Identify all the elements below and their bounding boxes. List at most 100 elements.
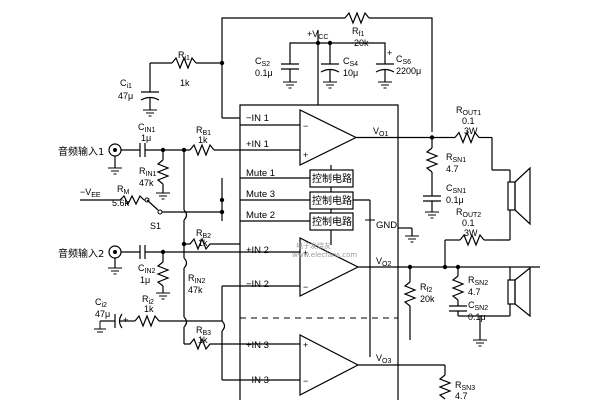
svg-text:CSN1: CSN1 xyxy=(446,183,466,195)
svg-text:+VCC: +VCC xyxy=(307,29,328,41)
input-1-label: 音频输入1 xyxy=(58,145,104,158)
svg-text:47k: 47k xyxy=(139,178,154,188)
svg-text:VO2: VO2 xyxy=(376,256,391,268)
svg-text:VO3: VO3 xyxy=(376,353,391,365)
svg-text:Mute 1: Mute 1 xyxy=(246,168,275,179)
svg-text:1μ: 1μ xyxy=(141,133,151,143)
opamp-1 xyxy=(222,109,432,166)
svg-text:GND: GND xyxy=(376,220,397,231)
svg-text:4.7: 4.7 xyxy=(468,287,481,297)
svg-text:0.1μ: 0.1μ xyxy=(468,312,486,322)
svg-text:5.6k: 5.6k xyxy=(112,198,130,208)
svg-text:47k: 47k xyxy=(188,285,203,295)
rout2-path xyxy=(444,222,511,267)
svg-text:www.elecfans.com: www.elecfans.com xyxy=(292,251,357,259)
svg-text:+: + xyxy=(303,248,308,258)
svg-text:47μ: 47μ xyxy=(118,91,133,101)
svg-text:0.1μ: 0.1μ xyxy=(446,195,464,205)
svg-text:+: + xyxy=(303,340,308,350)
svg-text:−: − xyxy=(303,282,308,292)
ri1-ci1-network xyxy=(140,56,222,117)
svg-text:Mute 3: Mute 3 xyxy=(246,189,275,200)
svg-text:控制电路: 控制电路 xyxy=(312,172,352,185)
svg-text:+: + xyxy=(123,315,128,325)
svg-text:RM: RM xyxy=(117,184,130,196)
mute-network xyxy=(80,178,225,221)
svg-text:CS4: CS4 xyxy=(343,56,358,68)
svg-text:+IN 2: +IN 2 xyxy=(246,245,269,256)
svg-text:RIN2: RIN2 xyxy=(188,273,206,285)
control-blocks xyxy=(240,165,375,357)
svg-text:+IN 3: +IN 3 xyxy=(246,340,269,351)
svg-text:Rf1: Rf1 xyxy=(352,26,364,38)
svg-text:Rf2: Rf2 xyxy=(420,282,432,294)
svg-text:0.1μ: 0.1μ xyxy=(255,68,273,78)
gnd-pin xyxy=(398,227,419,243)
svg-text:RIN1: RIN1 xyxy=(139,166,157,178)
input-2-label: 音频输入2 xyxy=(58,247,104,260)
svg-text:1k: 1k xyxy=(144,304,154,314)
svg-text:20k: 20k xyxy=(354,38,369,48)
svg-text:RSN1: RSN1 xyxy=(446,152,466,164)
svg-text:Ri2: Ri2 xyxy=(142,294,154,306)
svg-text:1μ: 1μ xyxy=(140,275,150,285)
svg-text:Mute 2: Mute 2 xyxy=(246,210,275,221)
ic-pin-labels: −IN 1 +IN 1 Mute 1 Mute 3 Mute 2 +IN 2 −… xyxy=(246,113,397,386)
svg-text:1k: 1k xyxy=(180,78,190,88)
svg-text:CSN2: CSN2 xyxy=(468,300,488,312)
svg-text:4.7: 4.7 xyxy=(446,164,459,174)
svg-text:2200μ: 2200μ xyxy=(396,66,421,76)
svg-text:−: − xyxy=(303,121,308,131)
output-3-network xyxy=(398,364,452,400)
svg-text:Ri1: Ri1 xyxy=(178,50,190,62)
svg-text:20k: 20k xyxy=(420,294,435,304)
svg-text:电子发烧友: 电子发烧友 xyxy=(296,241,331,250)
input-1-network xyxy=(108,143,240,344)
svg-text:3W: 3W xyxy=(464,126,478,136)
svg-text:CS6: CS6 xyxy=(396,54,411,66)
input-2-network xyxy=(108,237,240,300)
output-1-network xyxy=(423,130,510,219)
svg-text:4.7: 4.7 xyxy=(455,391,468,400)
svg-text:1k: 1k xyxy=(198,238,208,248)
opamp-3 xyxy=(240,334,398,396)
svg-text:ROUT1: ROUT1 xyxy=(456,105,481,117)
svg-text:CIN2: CIN2 xyxy=(138,263,156,275)
svg-text:0.1: 0.1 xyxy=(462,218,475,228)
svg-text:1k: 1k xyxy=(198,335,208,345)
svg-text:−IN 1: −IN 1 xyxy=(246,113,269,124)
svg-text:Ci1: Ci1 xyxy=(120,78,132,90)
opamp-2 xyxy=(240,237,398,297)
output-2-network xyxy=(398,264,540,347)
svg-text:−: − xyxy=(303,376,308,386)
svg-text:RB3: RB3 xyxy=(196,325,211,337)
svg-text:3W: 3W xyxy=(464,228,478,238)
supply-rail xyxy=(281,30,395,105)
svg-text:+: + xyxy=(387,48,392,58)
speaker-2 xyxy=(507,266,531,318)
svg-text:−IN 3: −IN 3 xyxy=(246,375,269,386)
watermark: 电子发烧友 www.elecfans.com xyxy=(292,241,357,259)
svg-text:CIN1: CIN1 xyxy=(138,122,156,134)
svg-text:控制电路: 控制电路 xyxy=(312,215,352,228)
svg-text:VO1: VO1 xyxy=(373,126,388,138)
svg-text:ROUT2: ROUT2 xyxy=(456,207,481,219)
svg-text:RSN3: RSN3 xyxy=(455,380,475,392)
component-labels: Ri1 1k Ci1 47μ CS2 0.1μ +VCC CS4 10μ Rf1… xyxy=(58,26,421,345)
svg-text:RB1: RB1 xyxy=(196,125,211,137)
speaker-1 xyxy=(507,166,531,226)
svg-text:−VEE: −VEE xyxy=(80,187,101,199)
svg-text:S1: S1 xyxy=(150,221,161,231)
svg-text:RB2: RB2 xyxy=(196,228,211,240)
ri2-ci2-network xyxy=(94,285,240,333)
output-labels: ROUT1 0.1 3W RSN1 4.7 CSN1 0.1μ ROUT2 0.… xyxy=(420,105,488,400)
svg-text:CS2: CS2 xyxy=(255,56,270,68)
svg-text:RSN2: RSN2 xyxy=(468,275,488,287)
svg-text:控制电路: 控制电路 xyxy=(312,194,352,207)
svg-text:Ci2: Ci2 xyxy=(95,297,107,309)
rb3-network xyxy=(184,331,240,381)
svg-text:10μ: 10μ xyxy=(343,68,358,78)
svg-text:−IN 2: −IN 2 xyxy=(246,279,269,290)
feedback-rf1-path xyxy=(219,11,433,132)
